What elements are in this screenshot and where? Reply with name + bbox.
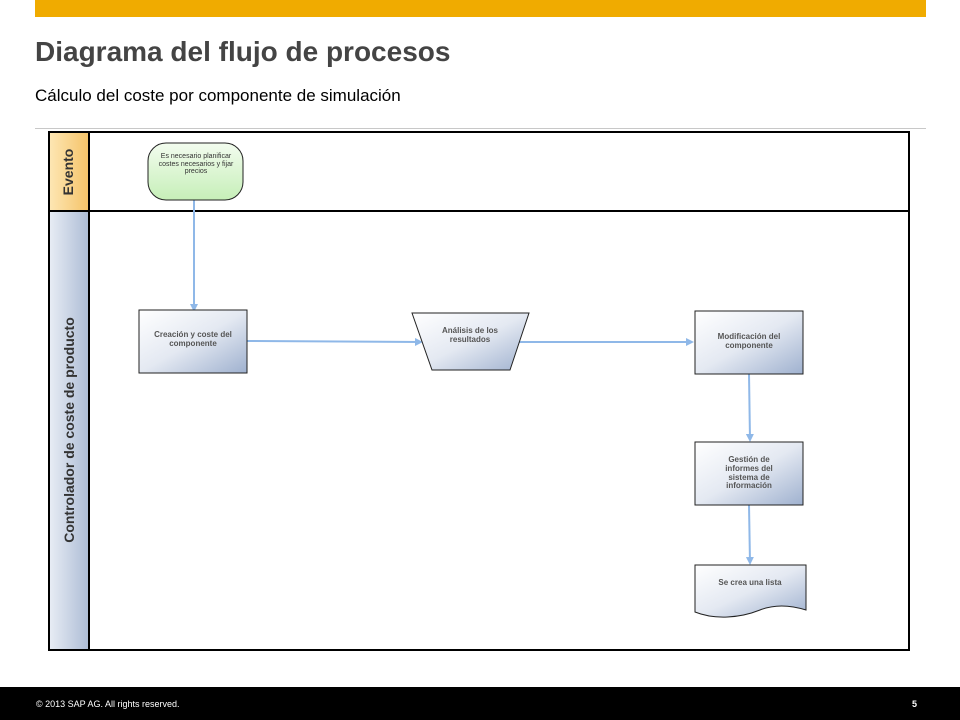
task-node-modificacion (694, 310, 804, 375)
top-accent-bar (35, 0, 926, 17)
document-node-lista (694, 564, 807, 618)
gestion-label: Gestión de informes del sistema de infor… (725, 455, 773, 491)
modificacion-label: Modificación del componente (717, 332, 781, 350)
task-node-gestion (694, 441, 804, 506)
page-number: 5 (912, 699, 918, 709)
lane-header-evento (50, 133, 88, 210)
page-title: Diagrama del flujo de procesos (35, 36, 451, 67)
footer-bar (0, 687, 960, 720)
lane-header-divider (88, 131, 90, 651)
flow-arrow-creacion-to-analisis (246, 337, 423, 346)
page-subtitle: Cálculo del coste por componente de simu… (35, 86, 401, 105)
event-node-start (147, 142, 244, 201)
lane-divider (48, 210, 910, 212)
flow-arrow-modificacion-to-gestion (745, 373, 754, 442)
flow-arrow-gestion-to-lista (745, 504, 754, 565)
event-node-label: Es necesario planificar costes necesario… (158, 153, 234, 176)
task-node-creacion (138, 309, 248, 374)
lane-header-controlador (50, 212, 88, 649)
analisis-label: Análisis de los resultados (441, 326, 499, 344)
title-separator (35, 128, 926, 129)
decision-node-analisis (411, 312, 530, 371)
lista-label: Se crea una lista (718, 578, 782, 587)
copyright-text: © 2013 SAP AG. All rights reserved. (36, 699, 180, 709)
swimlane-frame (48, 131, 910, 651)
creacion-label: Creación y coste del componente (154, 330, 232, 348)
